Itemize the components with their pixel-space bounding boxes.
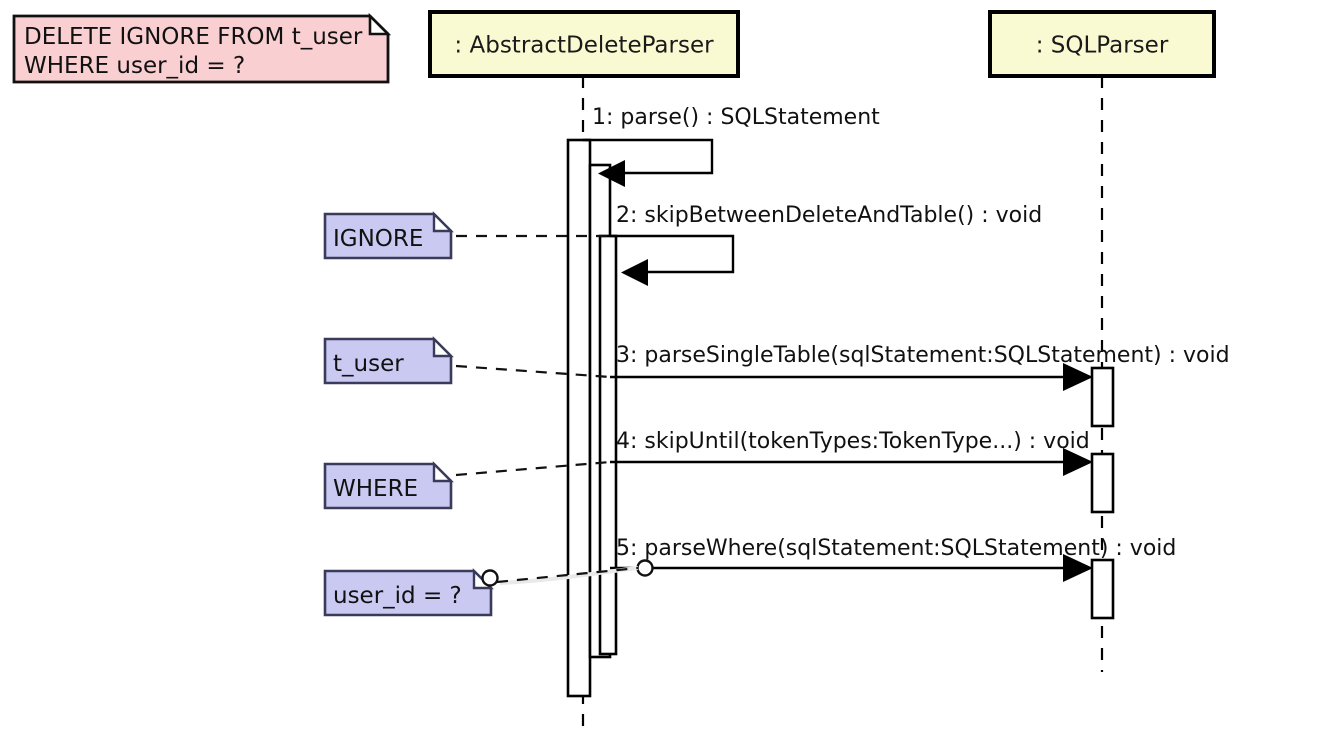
activation-bar-sqlparser-2 [1090,452,1115,514]
note-user-id-body [323,569,493,617]
message-4-label: 4: skipUntil(tokenTypes:TokenType...) : … [616,429,1090,454]
note-sql-statement-line-2: WHERE user_id = ? [24,53,245,79]
message-5-label: 5: parseWhere(sqlStatement:SQLStatement)… [616,536,1176,561]
message-3-call [610,363,1093,391]
connector-note-where [455,460,611,477]
participant-sql-parser-box[interactable] [988,10,1216,78]
message-2-label: 2: skipBetweenDeleteAndTable() : void [616,203,1042,228]
message-1-self-call [583,138,714,187]
message-3-arrowhead [1063,363,1093,391]
message-labels: 1: parse() : SQLStatement 2: skipBetween… [592,105,1230,561]
note-user-id-label: user_id = ? [333,583,462,609]
message-4-arrowhead [1063,448,1093,476]
note-t-user-label: t_user [333,351,404,377]
note-where-fold-corner [432,461,454,483]
message-1-line [583,138,714,175]
message-5-call [610,554,1093,582]
activation-bar-inner [598,234,618,656]
participant-sql-parser[interactable]: : SQLParser [988,10,1216,78]
note-ignore-fold-corner [432,211,454,233]
message-2-self-call [610,234,735,286]
message-2-arrowhead [621,259,648,286]
participant-sql-parser-label: : SQLParser [1036,33,1169,59]
participant-abstract-delete-parser[interactable]: : AbstractDeleteParser [428,10,740,78]
message-3-label: 3: parseSingleTable(sqlStatement:SQLStat… [616,343,1230,368]
note-ignore-body [323,212,453,260]
note-user-id: user_id = ? [323,568,499,617]
message-5-anchor-circle [636,559,654,577]
activation-bar-outer [566,138,592,698]
note-where: WHERE [323,461,454,510]
message-2-line [610,234,735,274]
participant-abstract-delete-parser-label: : AbstractDeleteParser [454,33,714,59]
activation-bars [566,138,1115,698]
message-5-arrowhead [1063,554,1093,582]
connector-note-user-id [496,566,639,584]
note-where-body [323,462,453,510]
note-connectors [455,234,639,585]
activation-bar-sqlparser-1 [1090,366,1115,428]
note-sql-statement-body [12,14,390,84]
note-sql-statement: DELETE IGNORE FROM t_user WHERE user_id … [12,12,392,84]
message-1-arrowhead [598,160,625,187]
connector-note-t-user [455,364,611,379]
note-ignore: IGNORE [323,211,454,260]
note-user-id-anchor-circle [481,569,499,587]
activation-bar-sqlparser-3 [1090,558,1115,620]
note-where-label: WHERE [333,476,418,502]
note-t-user: t_user [323,336,454,385]
note-sql-statement-line-1: DELETE IGNORE FROM t_user [24,24,363,50]
participant-abstract-delete-parser-box[interactable] [428,10,740,78]
message-1-label: 1: parse() : SQLStatement [592,105,880,130]
note-t-user-body [323,337,453,385]
note-t-user-fold-corner [432,336,454,358]
message-4-call [610,448,1093,476]
note-sql-statement-fold-corner [368,12,392,36]
note-ignore-label: IGNORE [333,226,423,252]
